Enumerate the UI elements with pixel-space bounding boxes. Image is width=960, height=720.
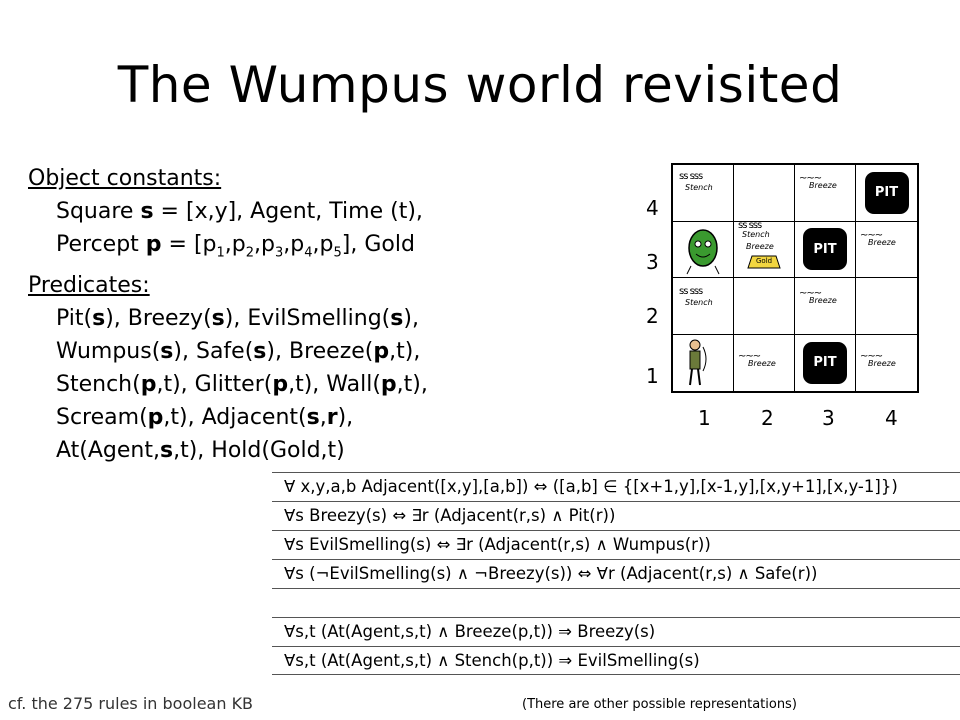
gold-icon <box>747 255 781 268</box>
col-label-4: 4 <box>885 406 898 430</box>
agent-icon <box>689 339 707 385</box>
rule-row: ∀s (¬EvilSmelling(s) ∧ ¬Breezy(s)) ⇔ ∀r … <box>272 559 960 588</box>
stench-icon: ss sss <box>679 171 703 182</box>
predicate-line: Pit(s), Breezy(s), EvilSmelling(s), <box>56 306 419 332</box>
rule-row-empty <box>272 588 960 617</box>
predicates-heading: Predicates: <box>28 273 150 299</box>
cell-1-1 <box>673 334 734 391</box>
definitions-block: Object constants: Square s = [x,y], Agen… <box>28 162 428 467</box>
percept-line: Percept p = [p1,p2,p3,p4,p5], Gold <box>56 232 415 261</box>
footer-note-right: (There are other possible representation… <box>522 697 797 712</box>
rule-row: ∀s,t (At(Agent,s,t) ∧ Breeze(p,t)) ⇒ Bre… <box>272 617 960 646</box>
breeze-label: Breeze <box>809 296 837 305</box>
cell-1-2: ss sss Stench <box>673 278 734 335</box>
gold-label: Gold <box>756 256 773 265</box>
pit-icon: PIT <box>864 171 909 214</box>
predicate-line: At(Agent,s,t), Hold(Gold,t) <box>56 438 345 464</box>
rule-row: ∀s EvilSmelling(s) ⇔ ∃r (Adjacent(r,s) ∧… <box>272 530 960 559</box>
stench-label: Stench <box>742 229 770 239</box>
row-label-1: 1 <box>646 364 659 388</box>
square-line: Square s = [x,y], Agent, Time (t), <box>56 199 423 224</box>
cell-1-4: ss sss Stench <box>673 165 734 222</box>
rule-row: ∀s Breezy(s) ⇔ ∃r (Adjacent(r,s) ∧ Pit(r… <box>272 501 960 530</box>
breeze-icon: ~~~ <box>738 350 761 362</box>
breeze-icon: ~~~ <box>799 173 822 184</box>
rules-table: ∀ x,y,a,b Adjacent([x,y],[a,b]) ⇔ ([a,b]… <box>272 472 960 675</box>
wumpus-icon <box>686 228 720 274</box>
cell-3-3: PIT <box>795 221 856 278</box>
stench-icon: ss sss <box>679 286 703 297</box>
cell-3-4: ~~~ Breeze <box>795 165 856 222</box>
col-label-1: 1 <box>698 406 711 430</box>
cell-2-4 <box>734 165 795 222</box>
cell-4-4: PIT <box>856 165 917 222</box>
breeze-label: Breeze <box>868 358 896 368</box>
cell-1-3 <box>673 221 734 278</box>
stench-label: Stench <box>685 298 713 307</box>
row-label-3: 3 <box>646 250 659 274</box>
breeze-icon: ~~~ <box>799 288 822 299</box>
cell-2-1: ~~~ Breeze <box>734 334 795 391</box>
cell-4-1: ~~~ Breeze <box>856 335 917 392</box>
stench-icon: ss sss <box>738 219 762 231</box>
breeze-label: Breeze <box>746 241 774 251</box>
object-constants-heading: Object constants: <box>28 166 222 191</box>
breeze-label: Breeze <box>868 237 896 247</box>
slide-title: The Wumpus world revisited <box>117 56 843 114</box>
rule-row: ∀ x,y,a,b Adjacent([x,y],[a,b]) ⇔ ([a,b]… <box>272 472 960 501</box>
cell-4-3: ~~~ Breeze <box>856 222 917 278</box>
breeze-label: Breeze <box>748 358 776 368</box>
breeze-label: Breeze <box>809 181 837 190</box>
cell-3-2: ~~~ Breeze <box>795 278 856 335</box>
predicate-line: Scream(p,t), Adjacent(s,r), <box>56 405 354 431</box>
predicate-line: Wumpus(s), Safe(s), Breeze(p,t), <box>56 339 421 365</box>
breeze-icon: ~~~ <box>860 229 883 241</box>
pit-icon: PIT <box>803 228 847 271</box>
cell-4-2 <box>856 278 917 335</box>
row-label-4: 4 <box>646 196 659 220</box>
stench-label: Stench <box>685 183 713 192</box>
cell-2-3: ss sss Stench Breeze Gold <box>734 219 795 278</box>
breeze-icon: ~~~ <box>860 350 883 362</box>
pit-icon: PIT <box>803 341 847 384</box>
predicate-line: Stench(p,t), Glitter(p,t), Wall(p,t), <box>56 372 428 398</box>
cell-3-1: PIT <box>795 334 856 391</box>
rule-row: ∀s,t (At(Agent,s,t) ∧ Stench(p,t)) ⇒ Evi… <box>272 646 960 675</box>
wumpus-grid: ss sss Stench ~~~ Breeze PIT ss sss Sten… <box>671 163 919 393</box>
cell-2-2 <box>734 278 795 335</box>
col-label-3: 3 <box>822 406 835 430</box>
footer-note-left: cf. the 275 rules in boolean KB <box>8 694 254 713</box>
col-label-2: 2 <box>761 406 774 430</box>
row-label-2: 2 <box>646 304 659 328</box>
